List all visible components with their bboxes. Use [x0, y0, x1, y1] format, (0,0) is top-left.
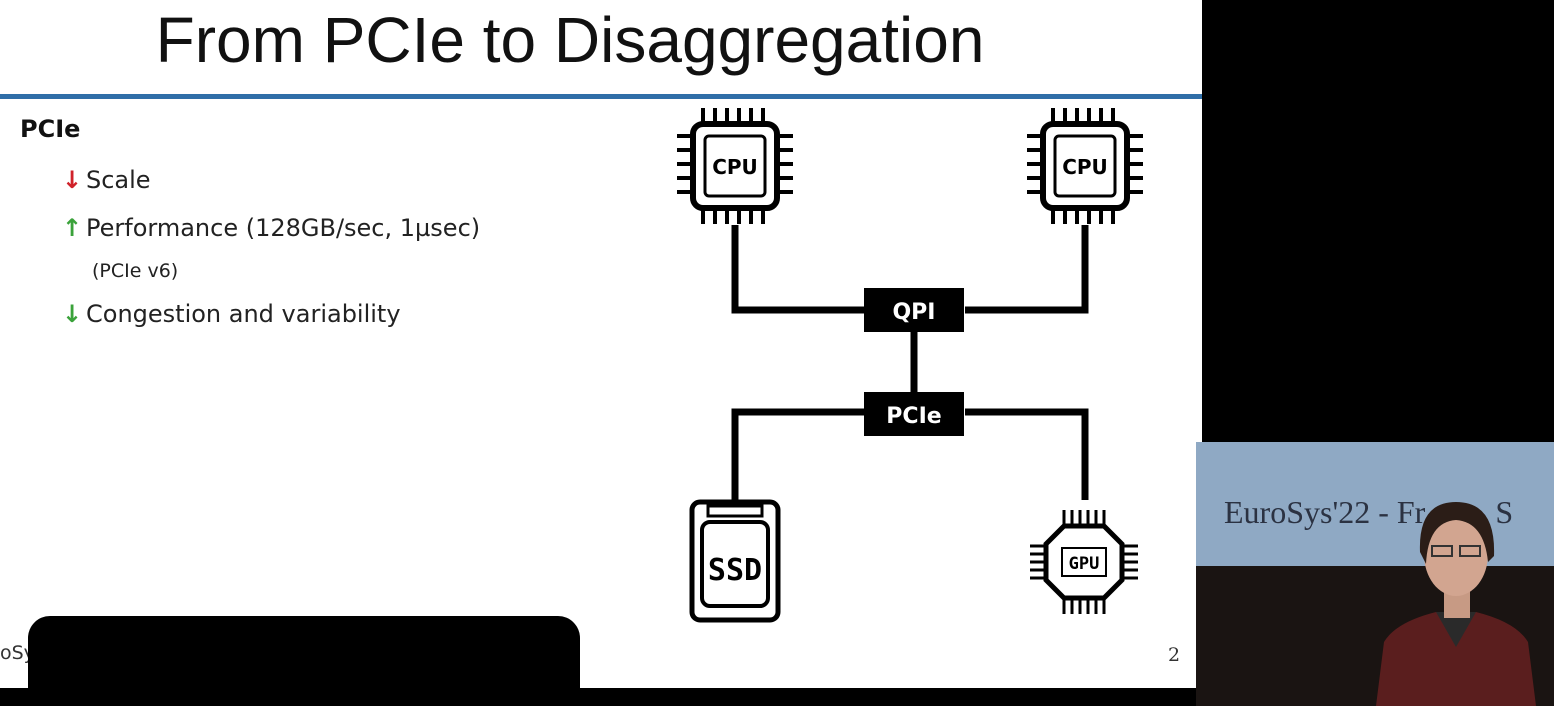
speaker-person	[1376, 502, 1536, 706]
slide-title: From PCIe to Disaggregation	[155, 4, 985, 76]
bullet-scale: ↓Scale	[62, 166, 151, 194]
bullet-performance: ↑Performance (128GB/sec, 1µsec)	[62, 214, 480, 242]
speaker-webcam-feed: EuroSys'22 - Fr S	[1196, 442, 1554, 706]
gpu-chip-icon: GPU	[1030, 510, 1138, 614]
footer-conference-text: oSy	[0, 642, 35, 664]
down-arrow-icon: ↓	[62, 166, 83, 194]
bullet-text: Performance (128GB/sec, 1µsec)	[86, 214, 481, 242]
down-arrow-icon: ↓	[62, 300, 83, 328]
section-heading: PCIe	[20, 115, 81, 143]
bullet-congestion: ↓Congestion and variability	[62, 300, 401, 328]
cpu-label: CPU	[712, 155, 758, 179]
slide-page-number: 2	[1168, 644, 1181, 666]
caption-overlay-box	[28, 616, 580, 688]
bullet-sub-note: (PCIe v6)	[92, 260, 179, 282]
pcie-label: PCIe	[886, 404, 941, 429]
banner-text-head: EuroSys'22 - Fr	[1224, 494, 1426, 530]
qpi-label: QPI	[892, 300, 935, 325]
ssd-drive-icon: SSD	[689, 499, 781, 623]
title-divider	[0, 94, 1202, 99]
pcie-bus-box: PCIe	[864, 392, 964, 436]
cpu-chip-icon: CPU	[1027, 108, 1143, 224]
ssd-label: SSD	[708, 553, 762, 588]
gpu-label: GPU	[1069, 554, 1100, 574]
cpu-label: CPU	[1062, 155, 1108, 179]
banner-text-tail: S	[1495, 494, 1514, 530]
conference-banner: EuroSys'22 - Fr S	[1196, 442, 1554, 566]
video-bottom-band	[0, 688, 1554, 706]
up-arrow-icon: ↑	[62, 214, 83, 242]
conference-banner-text: EuroSys'22 - Fr S	[1224, 494, 1513, 531]
presentation-slide: From PCIe to Disaggregation PCIe ↓Scale …	[0, 0, 1202, 688]
pcie-topology-diagram: CPU CPU QPI PCIe	[677, 108, 1143, 623]
bullet-text: Scale	[86, 166, 151, 194]
connection-lines	[731, 225, 1089, 500]
qpi-bus-box: QPI	[864, 288, 964, 332]
cpu-chip-icon: CPU	[677, 108, 793, 224]
bullet-text: Congestion and variability	[86, 300, 401, 328]
